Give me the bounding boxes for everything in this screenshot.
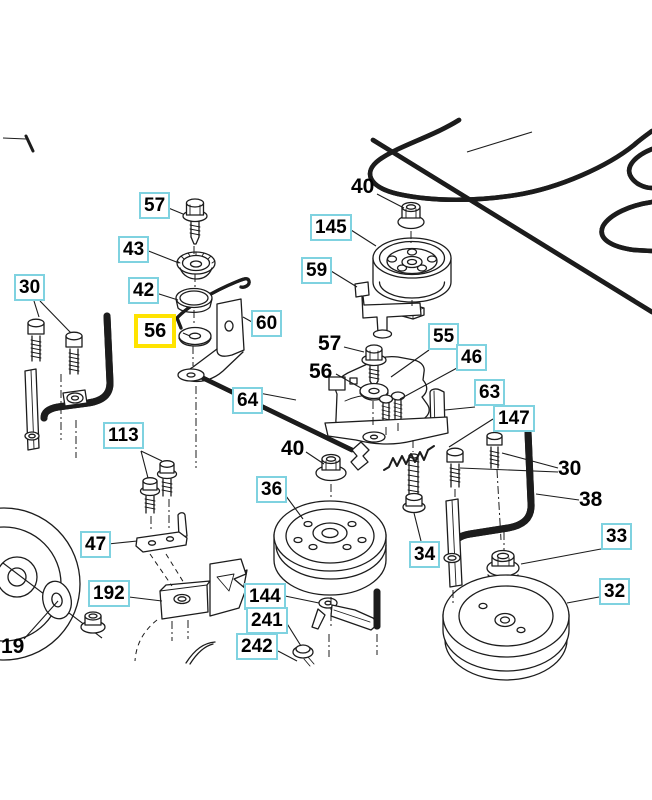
callout-57-mid: 57 — [318, 332, 342, 355]
callout-113[interactable]: 113 — [103, 422, 144, 449]
tension-bracket-drawing — [324, 344, 503, 514]
callout-144[interactable]: 144 — [244, 583, 286, 610]
callout-242[interactable]: 242 — [236, 633, 278, 660]
rod-38-drawing — [443, 428, 531, 588]
edge-partial-line — [2, 134, 35, 153]
callout-33[interactable]: 33 — [601, 523, 633, 550]
left-hanger-drawing — [24, 300, 114, 451]
idler-arm-stack-drawing — [175, 198, 251, 383]
callout-56-highlighted[interactable]: 56 — [134, 314, 177, 348]
callout-241[interactable]: 241 — [246, 607, 288, 634]
belt-drawing — [370, 117, 652, 315]
callout-147[interactable]: 147 — [493, 405, 535, 432]
callout-55[interactable]: 55 — [428, 323, 460, 350]
callout-38: 38 — [579, 488, 603, 511]
callout-30-right: 30 — [558, 457, 582, 480]
callout-42[interactable]: 42 — [128, 277, 160, 304]
spindle-pulley-32-drawing — [442, 549, 570, 681]
callout-40-mid: 40 — [281, 437, 305, 460]
belt-keeper-144-drawing — [292, 588, 381, 667]
callout-57-top[interactable]: 57 — [139, 192, 171, 219]
callout-40-top: 40 — [351, 175, 375, 198]
callout-30-left[interactable]: 30 — [14, 274, 46, 301]
callout-60[interactable]: 60 — [251, 310, 283, 337]
callout-36[interactable]: 36 — [256, 476, 288, 503]
callout-64[interactable]: 64 — [232, 387, 264, 414]
callout-43[interactable]: 43 — [118, 236, 150, 263]
callout-46[interactable]: 46 — [456, 344, 488, 371]
callout-19: 19 — [1, 635, 25, 658]
callout-63[interactable]: 63 — [474, 379, 506, 406]
rod-64-drawing — [200, 375, 370, 471]
engine-idler-145-drawing — [354, 201, 452, 339]
center-lines — [60, 231, 505, 662]
callout-34[interactable]: 34 — [409, 541, 441, 568]
callout-59[interactable]: 59 — [301, 257, 333, 284]
leader-lines — [107, 131, 602, 662]
callout-145[interactable]: 145 — [310, 214, 352, 241]
callout-56-mid: 56 — [309, 360, 333, 383]
callout-32[interactable]: 32 — [599, 578, 631, 605]
callout-47[interactable]: 47 — [80, 531, 112, 558]
gauge-wheel-group-drawing — [0, 450, 247, 665]
callout-192[interactable]: 192 — [88, 580, 130, 607]
